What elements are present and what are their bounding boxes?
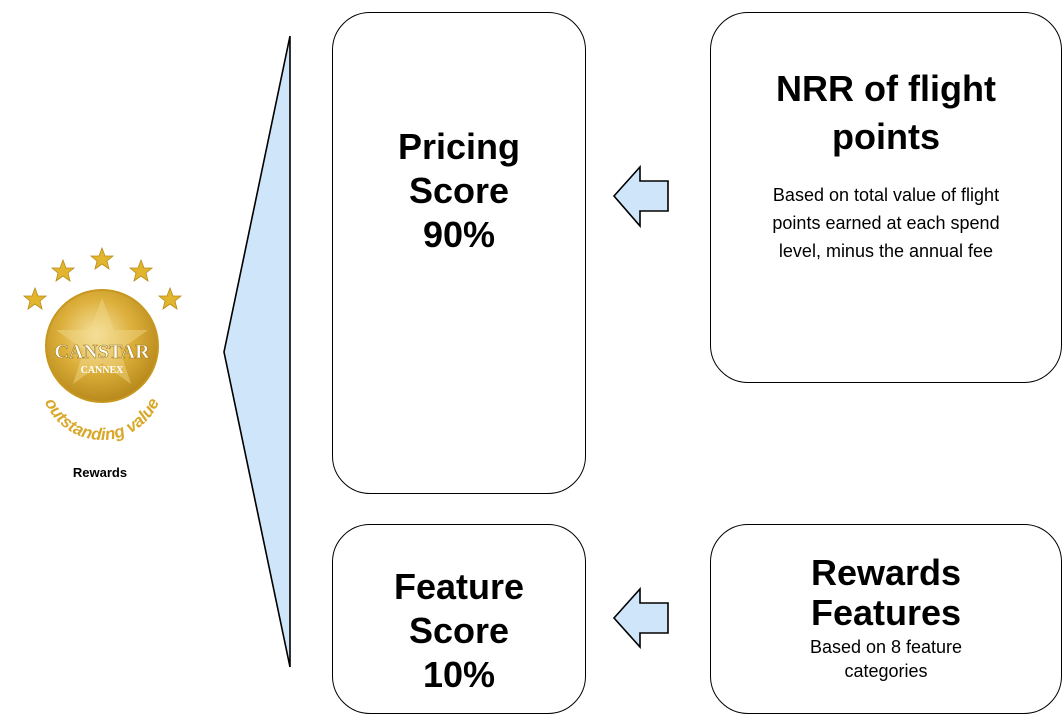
badge-caption: Rewards xyxy=(72,465,128,480)
nrr-flight-points-box: NRR of flight points Based on total valu… xyxy=(710,12,1062,383)
feature-score-label-1: Feature xyxy=(393,566,525,607)
rewards-features-box: Rewards Features Based on 8 feature cate… xyxy=(710,524,1062,714)
pricing-score-label-1: Pricing xyxy=(397,126,521,167)
left-arrow-icon xyxy=(612,586,669,650)
badge-brand: CANSTAR xyxy=(54,341,150,363)
rewards-title-line-1: Rewards xyxy=(810,552,962,593)
rewards-title-line-2: Features xyxy=(810,592,962,633)
pricing-score-label-2: Score xyxy=(408,170,510,211)
stars-icon xyxy=(22,246,183,310)
badge-sub-brand: CANNEX xyxy=(81,365,125,376)
left-arrow-icon xyxy=(612,164,669,229)
feature-score-label-2: Score xyxy=(408,610,510,651)
nrr-title-line-1: NRR of flight xyxy=(776,68,996,109)
rewards-description: Based on 8 feature categories xyxy=(809,637,963,681)
feature-score-percent: 10% xyxy=(422,654,496,695)
feature-score-box: Feature Score 10% xyxy=(332,524,586,714)
pricing-score-percent: 90% xyxy=(422,214,496,255)
pricing-score-box: Pricing Score 90% xyxy=(332,12,586,494)
nrr-title-line-2: points xyxy=(832,116,940,157)
nrr-description: Based on total value of flight points ea… xyxy=(772,185,1000,261)
